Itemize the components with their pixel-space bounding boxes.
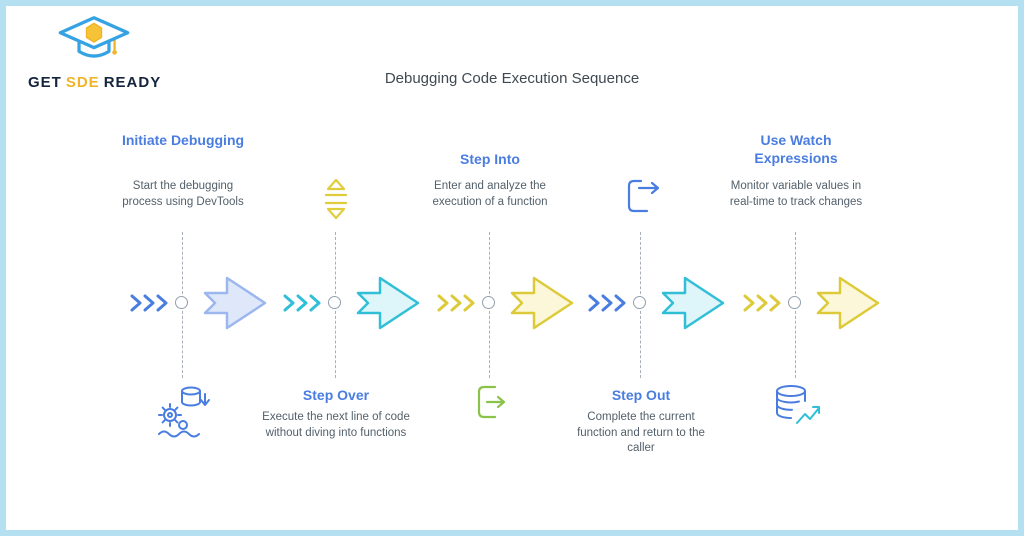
- flow-chevrons-icon: [743, 294, 781, 312]
- step-over-icon: [324, 178, 348, 220]
- flow-arrow-icon: [661, 276, 725, 330]
- flow-chevrons-icon: [283, 294, 321, 312]
- watch-expressions-icon: [776, 385, 820, 424]
- step-title: Step Over: [302, 387, 370, 403]
- timeline-node: [633, 296, 646, 309]
- timeline-node: [175, 296, 188, 309]
- gears-database-icon: [158, 386, 210, 438]
- flow-chevrons-icon: [588, 294, 626, 312]
- step-description: Start the debugging process using DevToo…: [122, 180, 244, 208]
- step-description: Monitor variable values in real-time to …: [729, 180, 863, 208]
- step-title: Initiate Debugging: [121, 132, 245, 148]
- step-description: Execute the next line of code without di…: [262, 411, 410, 439]
- timeline-node: [482, 296, 495, 309]
- flow-arrow-icon: [510, 276, 574, 330]
- step-description: Complete the current function and return…: [577, 411, 705, 455]
- flow-arrow-icon: [203, 276, 267, 330]
- brand-word-sde: SDE: [65, 74, 100, 91]
- brand-word-ready: READY: [103, 74, 162, 91]
- flow-arrow-icon: [816, 276, 880, 330]
- step-title: Step Into: [460, 151, 520, 167]
- step-into-icon: [477, 385, 506, 419]
- step-title: Use Watch Expressions: [754, 132, 838, 166]
- timeline-node: [788, 296, 801, 309]
- step-description: Enter and analyze the execution of a fun…: [432, 180, 548, 208]
- page-title: Debugging Code Execution Sequence: [384, 70, 640, 87]
- step-title: Step Out: [611, 387, 671, 403]
- step-out-icon: [627, 179, 660, 213]
- flow-chevrons-icon: [130, 294, 168, 312]
- flow-arrow-icon: [356, 276, 420, 330]
- brand-word-get: GET: [28, 74, 62, 91]
- timeline-node: [328, 296, 341, 309]
- graduation-cap-icon: [58, 16, 130, 58]
- flow-chevrons-icon: [437, 294, 475, 312]
